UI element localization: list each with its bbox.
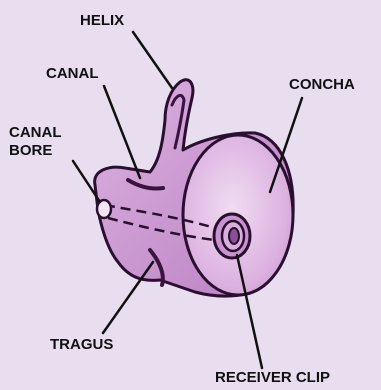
concha-label: CONCHA bbox=[289, 76, 355, 94]
canal-bore-label-line2: BORE bbox=[9, 142, 62, 160]
receiver-clip bbox=[214, 214, 250, 258]
canal-label: CANAL bbox=[46, 65, 99, 83]
receiver-clip-label: RECEIVER CLIP bbox=[215, 369, 330, 387]
canal-leader bbox=[104, 86, 140, 178]
helix-leader bbox=[133, 32, 172, 88]
canal-bore-label-line1: CANAL bbox=[9, 124, 62, 142]
tragus-label: TRAGUS bbox=[50, 336, 113, 354]
canal-bore-label: CANAL BORE bbox=[9, 124, 62, 160]
helix-label: HELIX bbox=[80, 12, 124, 30]
